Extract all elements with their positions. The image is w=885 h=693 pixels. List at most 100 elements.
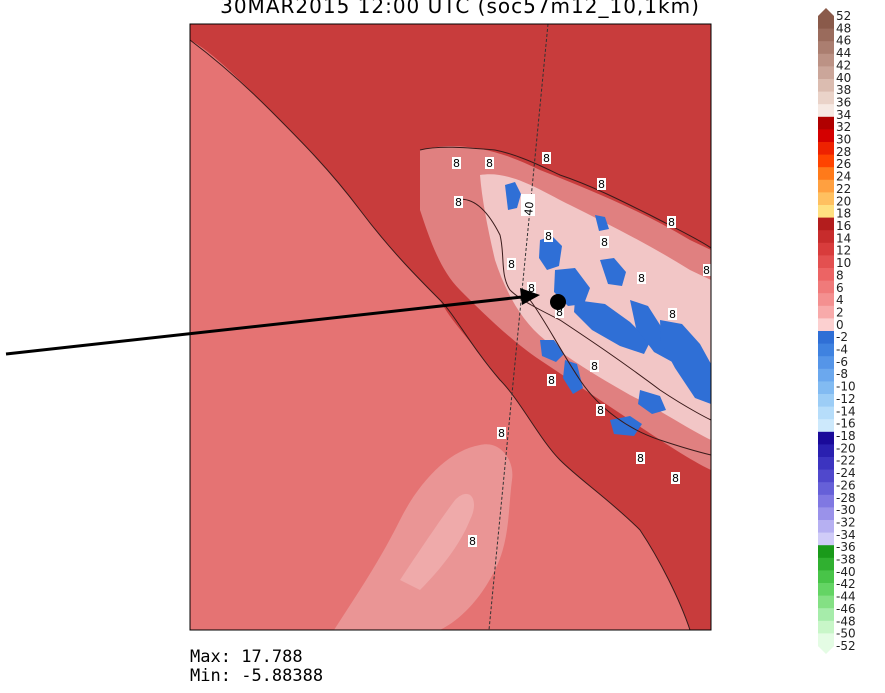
colorbar-tick-label: 34 [836,108,851,122]
contour-label: 8 [598,178,605,191]
gridline [488,23,549,631]
colorbar-swatch [818,79,834,93]
colorbar-tick-label: 16 [836,219,851,233]
colorbar-swatch [818,116,834,130]
contour-label: 8 [668,216,675,229]
colorbar-tick-label: -34 [836,528,856,542]
contour-label: 8 [672,472,679,485]
contour-label: 8 [486,157,493,170]
colorbar-swatch [818,242,834,256]
max-label: Max: [190,647,231,667]
colorbar-tick-label: -6 [836,355,848,369]
contour-label: 8 [455,196,462,209]
colorbar-swatch [818,444,834,458]
colorbar-swatch [818,280,834,294]
colorbar-swatch [818,608,834,622]
colorbar-tick-label: 0 [836,318,844,332]
colorbar-swatch [818,217,834,231]
map-frame [189,23,712,631]
colorbar-tick-label: -2 [836,330,848,344]
colorbar-swatch [818,205,834,219]
contour-label: 8 [548,374,555,387]
contour-label: 8 [703,264,710,277]
contour-label: 8 [545,230,552,243]
colorbar-tick-label: 12 [836,244,851,258]
lowland-patch-inner [400,493,475,590]
colorbar-swatch [818,41,834,55]
colorbar-swatch [818,482,834,496]
colorbar-tick-label: 6 [836,281,844,295]
colorbar-tick-label: 40 [836,71,851,85]
colorbar-swatch [818,494,834,508]
colorbar-swatch [818,318,834,332]
colorbar-swatch [818,305,834,319]
colorbar-swatch [818,381,834,395]
colorbar-tick-label: 24 [836,170,851,184]
colorbar-swatch [818,268,834,282]
colorbar-tick-label: 46 [836,34,851,48]
colorbar-swatch [818,545,834,559]
colorbar-tick-label: -16 [836,417,856,431]
contour-label-group: 8 8 8 8 8 8 8 8 8 8 8 8 8 8 8 8 8 8 8 8 … [452,152,712,548]
colorbar-tick-label: -14 [836,404,856,418]
colorbar-swatch [818,255,834,269]
max-value: 17.788 [241,647,303,667]
colorbar-swatch [818,520,834,534]
colorbar-tick-label: 48 [836,21,851,35]
colorbar-tick-label: -30 [836,503,856,517]
min-label: Min: [190,666,231,686]
colorbar-swatch [818,406,834,420]
colorbar-tick-label: 20 [836,194,851,208]
colorbar-tick-label: -4 [836,343,848,357]
colorbar-tick-label: 10 [836,256,851,270]
colorbar-tick-label: -40 [836,565,856,579]
colorbar-tick-label: 52 [836,9,851,23]
colorbar-swatch [818,192,834,206]
colorbar-tick-label: 38 [836,83,851,97]
colorbar-tick-label: -52 [836,639,856,653]
coastline [189,39,691,631]
colorbar-tick-label: 2 [836,305,844,319]
map-title: 30MAR2015 12:00 UTC (soc57m12_10,1km) [220,0,700,18]
contour-label: 8 [638,272,645,285]
colorbar-tick-label: -48 [836,614,856,628]
colorbar-swatch [818,331,834,345]
colorbar-tick-label: 18 [836,207,851,221]
below-zero-patches [505,182,711,436]
colorbar-tick-label: 14 [836,231,851,245]
colorbar-swatch [818,154,834,168]
colorbar-swatch [818,104,834,118]
lowland-patch [334,444,513,630]
colorbar-tick-label: -44 [836,590,856,604]
colorbar-tick-label: -20 [836,441,856,455]
colorbar-tick-label: -42 [836,577,856,591]
colorbar-swatch [818,142,834,156]
colorbar-swatch [818,16,834,30]
colorbar-tick-label: -50 [836,627,856,641]
colorbar-swatch [818,570,834,584]
colorbar-swatch [818,595,834,609]
colorbar-tick-label: 44 [836,46,851,60]
colorbar-swatch [818,507,834,521]
gridline-label: 40 [522,201,536,216]
colorbar-tick-label: 32 [836,120,851,134]
colorbar-swatch [818,419,834,433]
colorbar-swatch [818,532,834,546]
colorbar-swatch [818,394,834,408]
colorbar-swatch [818,66,834,80]
contour-label: 8 [597,404,604,417]
colorbar-swatch [818,620,834,634]
contour-label: 8 [556,306,563,319]
colorbar-swatch [818,469,834,483]
colorbar-tick-label: -22 [836,454,856,468]
colorbar-swatch [818,53,834,67]
contour-label: 8 [669,308,676,321]
colorbar-swatch [818,167,834,181]
colorbar: 5248464442403836343230282624222018161412… [818,8,856,654]
colorbar-tick-label: -28 [836,491,856,505]
colorbar-swatch [818,633,834,647]
colorbar-tick-label: 36 [836,95,851,109]
contour-label: 8 [469,535,476,548]
colorbar-tick-label: -32 [836,515,856,529]
